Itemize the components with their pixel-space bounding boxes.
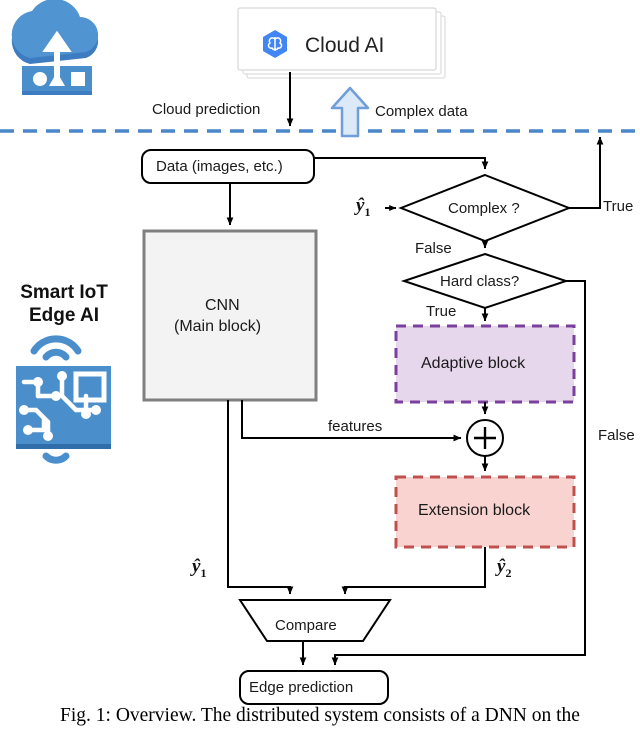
label-complex-false: False [415, 240, 452, 257]
node-cnn-label-line1: CNN [205, 297, 240, 314]
label-yhat1-input: ŷ1 [356, 195, 371, 219]
node-adaptive-label: Adaptive block [421, 355, 526, 372]
node-edge-prediction-label: Edge prediction [249, 679, 354, 696]
complex-data-arrow-icon [330, 86, 370, 138]
edge-hard-false [331, 280, 586, 666]
node-compare[interactable] [238, 599, 392, 642]
node-extension-label: Extension block [418, 502, 531, 519]
cloud-ai-title: Cloud AI [305, 34, 385, 57]
cloud-ai-card-stack[interactable] [237, 7, 446, 79]
label-yhat1-output: ŷ1 [192, 556, 207, 580]
node-extension-block[interactable] [394, 475, 576, 549]
edge-yhat2-to-compare [341, 547, 486, 595]
iot-chip-icon [16, 335, 111, 464]
label-features: features [328, 418, 383, 435]
cloud-upload-icon [11, 0, 99, 95]
node-edge-prediction[interactable] [239, 670, 389, 705]
node-cnn-label-line2: (Main block) [174, 318, 262, 335]
figure-caption: Fig. 1: Overview. The distributed system… [60, 705, 580, 726]
node-data[interactable] [141, 149, 315, 184]
edge-yhat1-to-compare [227, 400, 294, 595]
node-cnn[interactable] [142, 229, 318, 402]
edge-ai-title: Smart IoT Edge AI [0, 281, 128, 327]
edge-complex-true [569, 136, 604, 209]
label-complex-data: Complex data [375, 103, 468, 120]
node-complex-label: Complex ? [448, 200, 520, 217]
edge-ai-title-line1: Smart IoT [20, 282, 108, 303]
node-data-label: Data (images, etc.) [156, 158, 283, 175]
label-yhat2-output: ŷ2 [497, 556, 512, 580]
node-hard-class-label: Hard class? [440, 273, 520, 290]
edge-features-to-sum [241, 400, 462, 442]
edge-data-to-complex [314, 157, 489, 170]
node-compare-label: Compare [275, 617, 337, 634]
cloud-ai-brain-icon [263, 30, 287, 58]
label-hard-false: False [598, 427, 635, 444]
label-hard-true: True [426, 303, 457, 320]
label-complex-true: True [603, 198, 634, 215]
label-cloud-prediction: Cloud prediction [152, 101, 261, 118]
edge-ai-title-line2: Edge AI [28, 305, 100, 327]
node-adaptive-block[interactable] [394, 324, 576, 404]
